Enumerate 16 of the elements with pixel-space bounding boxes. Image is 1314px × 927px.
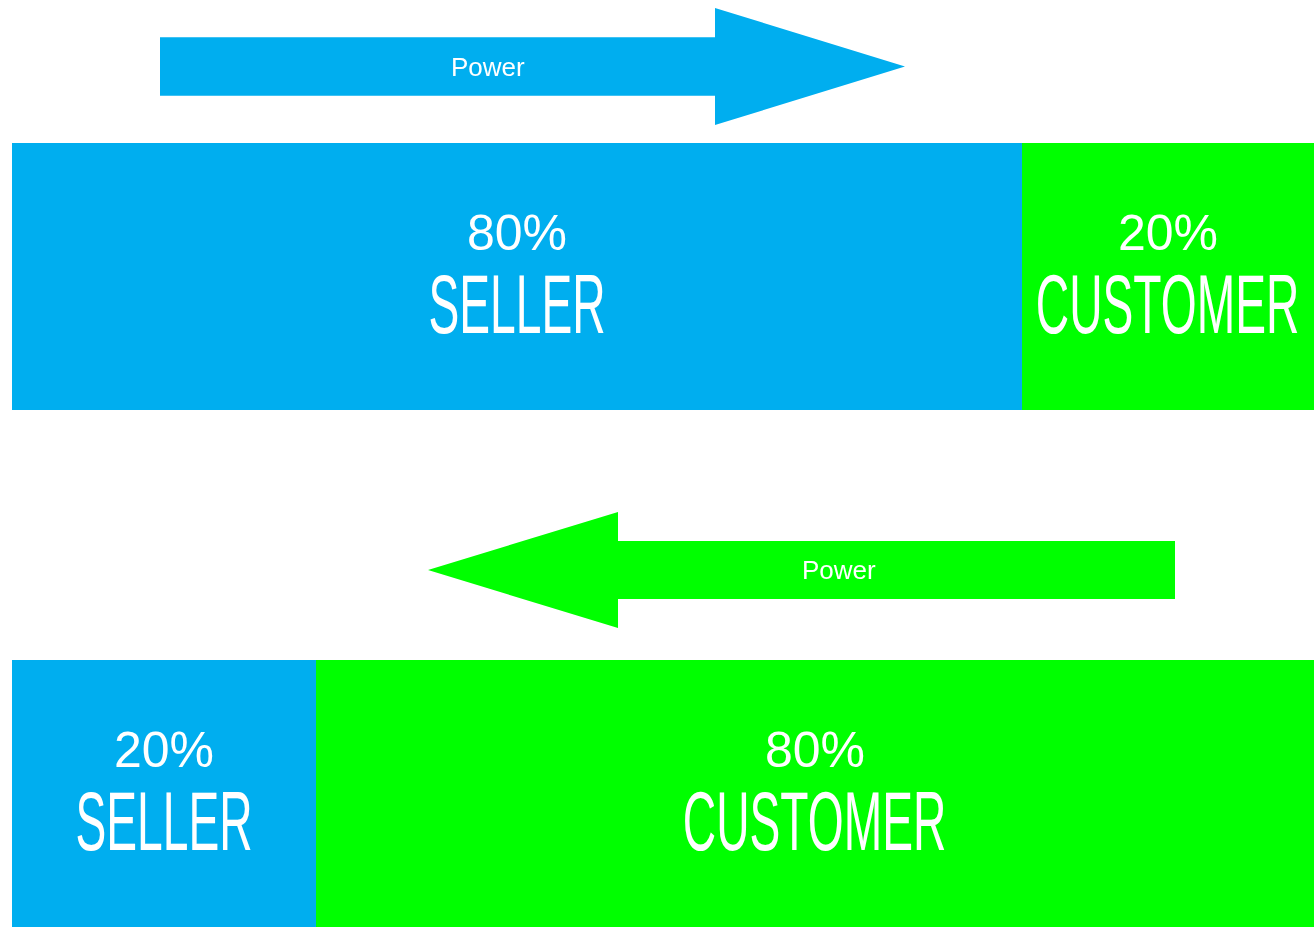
bar-segment — [12, 660, 316, 927]
role-label: CUSTOMER — [683, 778, 947, 863]
block-arrow — [160, 8, 905, 125]
block-arrow — [428, 512, 1175, 628]
percentage-label: 20% — [113, 724, 215, 775]
arrow-label: Power — [450, 51, 525, 82]
role-label: SELLER — [428, 261, 606, 346]
role-label: SELLER — [75, 778, 253, 863]
bar-segment — [1022, 143, 1314, 410]
arrow-label: Power — [802, 554, 876, 586]
percentage-label: 20% — [1117, 207, 1219, 258]
bar-segment — [12, 143, 1022, 410]
role-label: CUSTOMER — [1036, 261, 1300, 346]
bar-segment — [316, 660, 1314, 927]
percentage-label: 80% — [764, 724, 866, 775]
percentage-label: 80% — [466, 207, 568, 258]
